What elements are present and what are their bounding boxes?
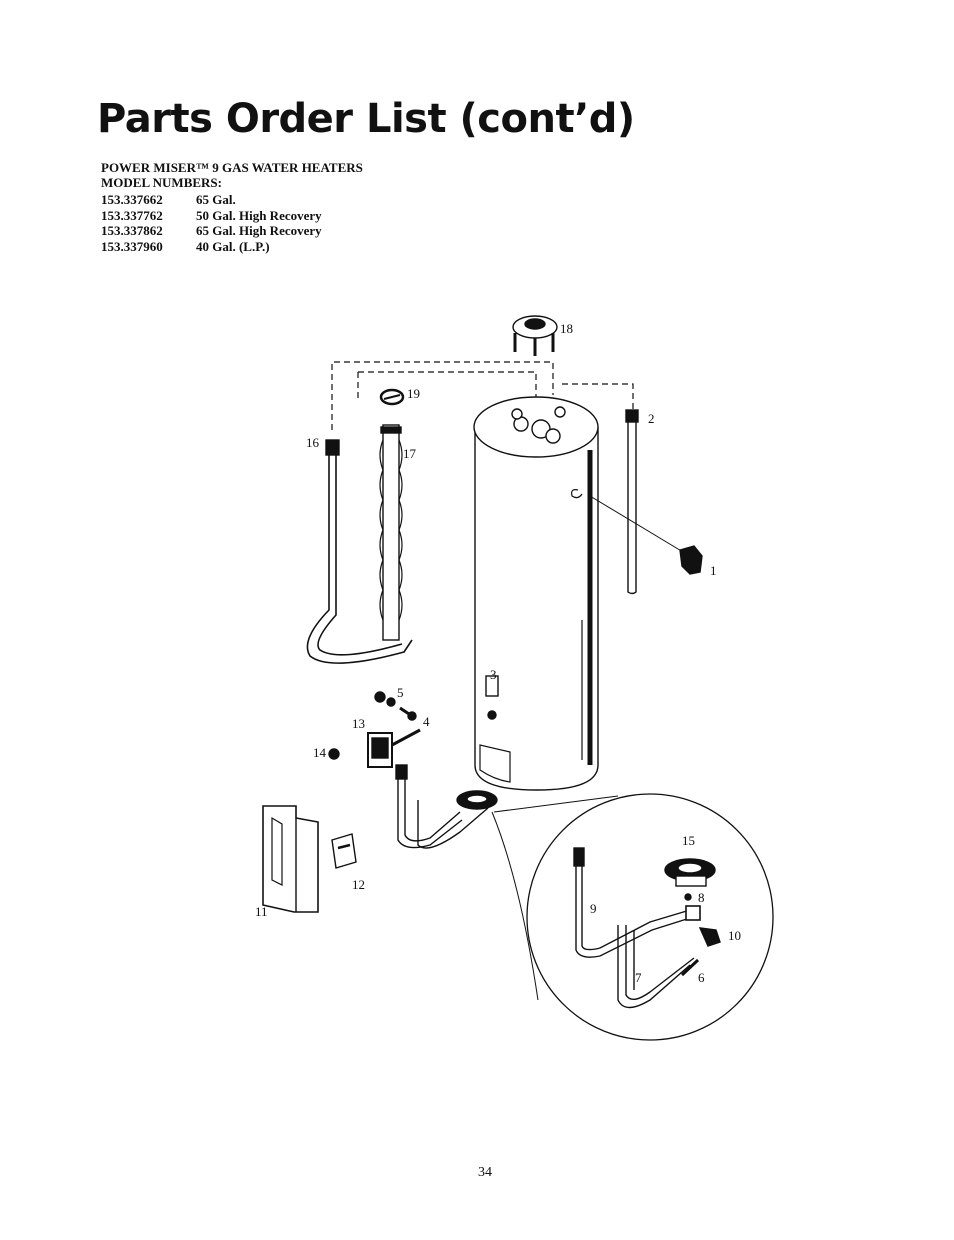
product-line: POWER MISER™ 9 GAS WATER HEATERS bbox=[101, 160, 363, 175]
page-title: Parts Order List (cont’d) bbox=[97, 96, 635, 142]
part-14-knob bbox=[328, 748, 340, 760]
callout-11: 11 bbox=[255, 904, 268, 919]
callout-7: 7 bbox=[635, 970, 642, 985]
part-13-gas-control bbox=[367, 728, 421, 768]
part-16-dip-tube bbox=[306, 439, 413, 664]
water-heater-tank bbox=[473, 396, 599, 791]
burner-assembly bbox=[395, 764, 498, 849]
part-17-anode bbox=[379, 424, 403, 641]
callout-9: 9 bbox=[590, 901, 597, 916]
part-9-pilot-tube bbox=[573, 847, 691, 958]
model-description: 50 Gal. High Recovery bbox=[196, 207, 322, 223]
callout-6: 6 bbox=[698, 970, 705, 985]
parts-4-5-fittings bbox=[374, 691, 417, 721]
parts-6-7-thermocouple bbox=[617, 925, 700, 1009]
model-number: 153.337762 bbox=[101, 207, 163, 223]
callout-4: 4 bbox=[423, 714, 430, 729]
model-description: 40 Gal. (L.P.) bbox=[196, 238, 270, 254]
model-row: 153.337960 40 Gal. (L.P.) bbox=[101, 239, 322, 255]
callout-15: 15 bbox=[682, 833, 695, 848]
part-11-access-door bbox=[262, 805, 319, 913]
callout-19: 19 bbox=[407, 386, 420, 401]
model-heading: MODEL NUMBERS: bbox=[101, 175, 222, 190]
callout-16: 16 bbox=[306, 435, 320, 450]
callout-14: 14 bbox=[313, 745, 327, 760]
callout-2: 2 bbox=[648, 411, 655, 426]
model-row: 153.337762 50 Gal. High Recovery bbox=[101, 208, 322, 224]
part-8-orifice bbox=[684, 893, 692, 901]
callout-labels: 1 2 3 4 5 6 7 8 9 10 11 12 13 14 15 16 1… bbox=[255, 321, 741, 985]
model-row: 153.337662 65 Gal. bbox=[101, 192, 322, 208]
model-description: 65 Gal. bbox=[196, 192, 236, 207]
part-10-pilot bbox=[685, 905, 721, 947]
header-block: POWER MISER™ 9 GAS WATER HEATERS MODEL N… bbox=[101, 160, 363, 190]
model-number: 153.337862 bbox=[101, 223, 163, 238]
callout-18: 18 bbox=[560, 321, 573, 336]
callout-8: 8 bbox=[698, 890, 705, 905]
page-number: 34 bbox=[478, 1165, 492, 1180]
part-2-rod bbox=[625, 409, 639, 595]
callout-13: 13 bbox=[352, 716, 365, 731]
detail-magnifier bbox=[491, 793, 774, 1041]
callout-5: 5 bbox=[397, 685, 404, 700]
callout-3: 3 bbox=[490, 667, 497, 682]
model-row: 153.337862 65 Gal. High Recovery bbox=[101, 223, 322, 239]
part-12-bracket bbox=[331, 833, 357, 869]
model-number: 153.337662 bbox=[101, 192, 163, 207]
part-19-nipple bbox=[379, 388, 405, 406]
callout-12: 12 bbox=[352, 877, 365, 892]
model-list: 153.337662 65 Gal. 153.337762 50 Gal. Hi… bbox=[101, 192, 322, 254]
part-1-valve bbox=[589, 495, 703, 575]
callout-10: 10 bbox=[728, 928, 741, 943]
model-description: 65 Gal. High Recovery bbox=[196, 223, 322, 238]
callout-1: 1 bbox=[710, 563, 717, 578]
callout-17: 17 bbox=[403, 446, 417, 461]
part-15-burner bbox=[664, 858, 716, 887]
part-18-draft-hood bbox=[512, 315, 558, 356]
model-number: 153.337960 bbox=[101, 238, 163, 254]
